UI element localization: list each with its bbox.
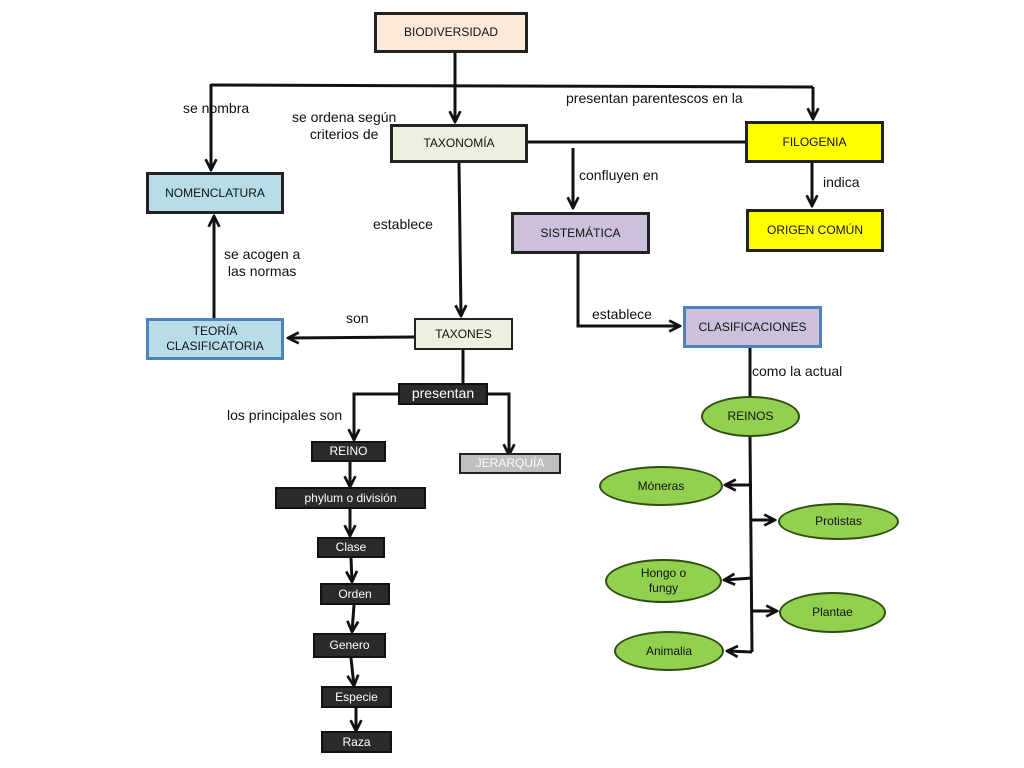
taxonomia-node: TAXONOMÍA <box>390 124 528 163</box>
label-como-actual: como la actual <box>752 363 843 379</box>
label-acogen-line1: se acogen a <box>224 246 301 262</box>
filogenia-node: FILOGENIA <box>745 121 884 163</box>
label-se-ordena: se ordena según criterios de <box>292 109 396 143</box>
label-acogen-line2: las normas <box>227 262 297 279</box>
plantae-node: Plantae <box>779 592 886 633</box>
animalia-node: Animalia <box>614 631 724 671</box>
genero-node: Genero <box>313 633 386 658</box>
orden-node: Orden <box>320 583 390 605</box>
protistas-node: Protistas <box>778 503 899 540</box>
label-indica: indica <box>823 174 860 190</box>
clasificaciones-node: CLASIFICACIONES <box>683 306 822 348</box>
reino-node: REINO <box>311 441 386 462</box>
label-principales: los principales son <box>227 407 343 423</box>
raza-node: Raza <box>321 731 392 753</box>
presentan-node: presentan <box>398 383 488 405</box>
especie-node: Especie <box>321 686 392 708</box>
biodiversidad-node: BIODIVERSIDAD <box>374 12 528 53</box>
label-parentescos: presentan parentescos en la <box>566 90 743 106</box>
label-establece-1: establece <box>373 216 433 232</box>
label-establece-2: establece <box>592 306 652 322</box>
taxones-node: TAXONES <box>414 318 513 350</box>
sistematica-node: SISTEMÁTICA <box>511 212 650 254</box>
nomenclatura-node: NOMENCLATURA <box>146 172 284 214</box>
moneras-node: Móneras <box>599 466 723 506</box>
teoria-line1: TEORÍA <box>192 324 238 338</box>
teoria-clasificatoria-node: TEORÍA CLASIFICATORIA <box>146 318 284 360</box>
phylum-node: phylum o división <box>275 487 426 509</box>
teoria-line2: CLASIFICATORIA <box>166 339 264 353</box>
origen-comun-node: ORIGEN COMÚN <box>746 209 884 252</box>
label-se-ordena-line2: criterios de <box>309 125 379 142</box>
hongo-node: Hongo o fungy <box>605 559 722 603</box>
hongo-line2: fungy <box>648 581 679 595</box>
reinos-node: REINOS <box>701 396 800 437</box>
label-se-nombra: se nombra <box>183 100 250 116</box>
clase-node: Clase <box>317 537 385 558</box>
hongo-line1: Hongo o <box>640 566 687 580</box>
label-se-ordena-line1: se ordena según <box>292 109 397 125</box>
label-confluyen: confluyen en <box>579 167 659 183</box>
jerarquia-node: JERARQUÍA <box>459 453 561 474</box>
label-acogen: se acogen a las normas <box>224 246 300 280</box>
label-son: son <box>346 310 369 326</box>
